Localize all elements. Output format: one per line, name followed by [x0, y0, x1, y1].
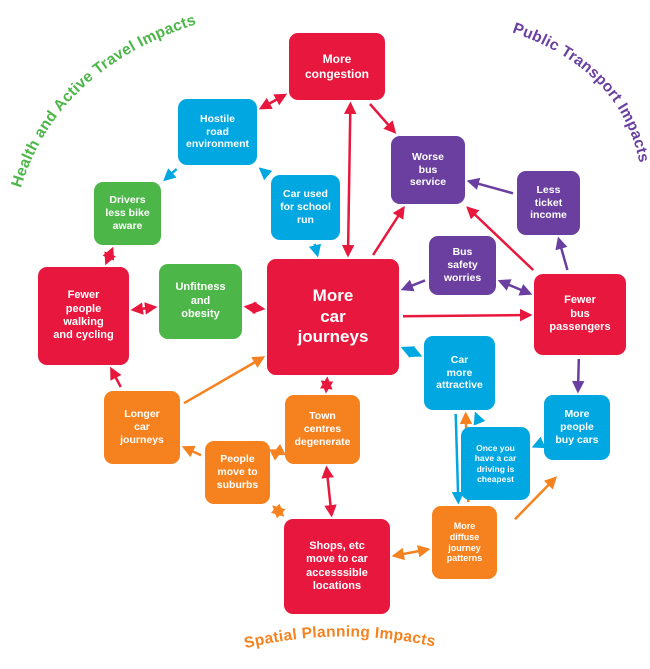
- edge-arrow-more-car-to-town-centres: [320, 376, 334, 394]
- edge-arrow-more-car-to-more-congestion: [341, 101, 357, 258]
- edge-arrow-suburbs-to-town-centres: [269, 443, 286, 461]
- edge-arrow-fewer-bus-passengers-to-less-ticket: [555, 236, 569, 271]
- edge-arrow-longer-car-to-more-car: [183, 356, 266, 405]
- edge-arrow-town-centres-to-shops: [321, 465, 337, 518]
- edge-arrow-more-car-to-fewer-bus-passengers: [402, 308, 533, 322]
- public-transport-impacts-label: Public Transport Impacts: [511, 20, 650, 164]
- edge-arrow-school-run-to-more-car: [308, 243, 322, 258]
- edge-arrow-shops-to-diffuse: [391, 545, 431, 561]
- edge-arrow-car-attractive-to-more-car: [400, 345, 423, 358]
- edge-arrow-more-car-to-worse-bus: [372, 205, 405, 256]
- edge-arrow-school-run-to-hostile-road: [258, 167, 273, 181]
- edge-arrow-fewer-bus-passengers-to-bus-safety: [497, 279, 533, 296]
- edge-arrow-fewer-bus-passengers-to-worse-bus: [466, 206, 535, 271]
- edge-arrow-diffuse-to-buy-cars: [514, 476, 558, 521]
- edge-arrow-longer-car-to-fewer-walking: [110, 366, 122, 388]
- edge-arrow-car-attractive-to-diffuse: [451, 413, 465, 505]
- edge-arrow-drivers-bike-to-fewer-walking: [102, 246, 116, 266]
- edge-arrow-fewer-bus-passengers-to-buy-cars: [571, 358, 585, 394]
- edge-arrow-suburbs-to-longer-car: [181, 445, 202, 458]
- edge-arrow-more-congestion-to-worse-bus: [369, 103, 397, 134]
- health-active-travel-impacts-label: Health and Active Travel Impacts: [8, 12, 198, 190]
- edge-arrow-unfitness-to-more-car: [243, 301, 266, 315]
- edge-arrow-diffuse-to-car-attractive: [459, 411, 473, 503]
- edge-arrow-fewer-walking-to-unfitness: [130, 302, 158, 315]
- edge-arrow-once-car-to-car-attractive: [473, 411, 486, 426]
- edge-arrow-buy-cars-to-once-car: [531, 436, 546, 449]
- edge-arrow-less-ticket-to-worse-bus: [466, 177, 514, 195]
- edge-arrow-suburbs-to-shops: [270, 503, 286, 519]
- edge-arrow-bus-safety-to-more-car: [400, 279, 426, 292]
- edge-arrow-hostile-road-to-more-congestion: [258, 93, 288, 110]
- spatial-planning-impacts-label: Spatial Planning Impacts: [243, 623, 438, 652]
- edge-arrow-hostile-road-to-drivers-bike: [163, 168, 178, 182]
